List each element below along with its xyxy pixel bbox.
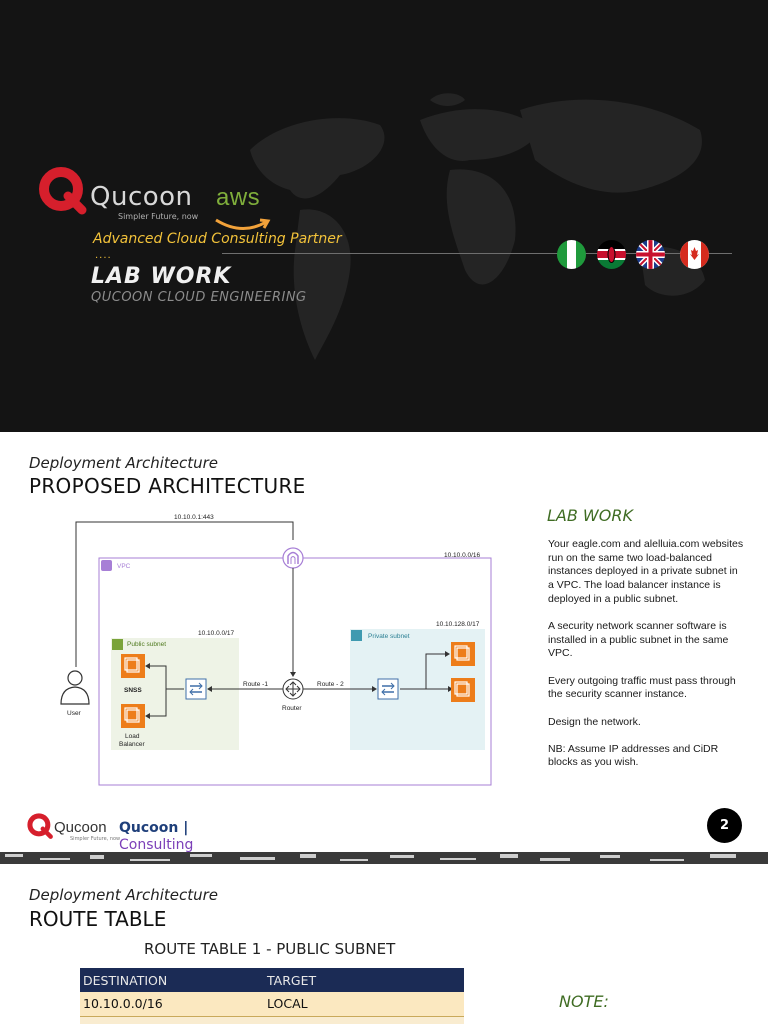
note-heading: NOTE:: [559, 992, 609, 1011]
aws-logo-text: aws: [216, 184, 261, 211]
user-label: User: [67, 710, 82, 717]
footer-qucoon-icon: [27, 813, 53, 839]
footer-link-qucoon[interactable]: Qucoon |: [119, 820, 189, 836]
snss-label: SNSS: [124, 687, 142, 694]
canada-flag-icon: [680, 240, 709, 269]
vpc-label: VPC: [117, 563, 131, 570]
table-cell: 0.0.0.0/0: [80, 1016, 264, 1024]
public-subnet-icon: [112, 639, 123, 650]
slide-title: PROPOSED ARCHITECTURE: [29, 474, 306, 498]
public-subnet-label: Public subnet: [127, 641, 166, 648]
table-row: 10.10.0.0/16 LOCAL: [80, 992, 464, 1017]
qucoon-logo: Qucoon Simpler Future, now aws: [38, 166, 278, 230]
decorative-texture-strip: [0, 852, 768, 864]
brand-tagline: Simpler Future, now: [118, 212, 199, 221]
lab-paragraph: Every outgoing traffic must pass through…: [548, 674, 736, 701]
route1-label: Route -1: [243, 681, 268, 688]
partner-dots: ....: [95, 250, 112, 261]
cover-slide: Qucoon Simpler Future, now aws Advanced …: [0, 0, 768, 432]
private-subnet-label: Private subnet: [368, 633, 410, 640]
private-subnet-cidr: 10.10.128.0/17: [436, 621, 480, 628]
divider-line: [222, 253, 732, 254]
table-cell: LOCAL: [264, 992, 464, 1017]
public-subnet-cidr: 10.10.0.0/17: [198, 630, 235, 637]
lab-paragraph: A security network scanner software is i…: [548, 620, 729, 660]
table-cell: IGW: [264, 1016, 464, 1024]
lab-paragraph: Your eagle.com and alelluia.com websites…: [548, 538, 744, 605]
lb-label-2: Balancer: [119, 741, 145, 748]
nigeria-flag-icon: [557, 240, 586, 269]
router-label: Router: [282, 705, 302, 712]
cover-title: LAB WORK: [91, 264, 232, 289]
slide-title: ROUTE TABLE: [29, 907, 167, 931]
private-instance-1-icon: [451, 642, 475, 666]
lab-work-text: Your eagle.com and alelluia.com websites…: [548, 538, 744, 784]
footer-tagline: Simpler Future, now: [70, 836, 121, 842]
lab-paragraph: NB: Assume IP addresses and CiDR blocks …: [548, 742, 719, 769]
uk-flag-icon: [636, 240, 665, 269]
world-map-background: [250, 93, 705, 360]
footer-brand: Qucoon: [54, 819, 107, 836]
cover-subtitle: QUCOON CLOUD ENGINEERING: [91, 290, 307, 305]
qucoon-q-icon: [39, 167, 87, 215]
column-header-destination: DESTINATION: [80, 968, 264, 992]
vpc-cidr: 10.10.0.0/16: [444, 552, 481, 559]
private-instance-2-icon: [451, 678, 475, 702]
footer-link-consulting[interactable]: Consulting: [119, 837, 194, 853]
route-table: DESTINATION TARGET 10.10.0.0/16 LOCAL 0.…: [80, 968, 464, 1024]
lb-label-1: Load: [125, 733, 140, 740]
user-icon: [60, 670, 90, 705]
lab-paragraph: Design the network.: [548, 715, 641, 728]
internet-gateway-icon: [282, 547, 304, 569]
table-cell: 10.10.0.0/16: [80, 992, 264, 1017]
route-table-slide: Deployment Architecture ROUTE TABLE ROUT…: [0, 864, 768, 1024]
router-icon: [282, 678, 304, 700]
table-row: 0.0.0.0/0 IGW: [80, 1016, 464, 1024]
architecture-diagram: 10.10.0.1:443 VPC 10.10.0.0/16 Public su…: [60, 514, 492, 786]
lab-work-heading: LAB WORK: [547, 506, 633, 525]
section-kicker: Deployment Architecture: [29, 454, 219, 472]
brand-name: Qucoon: [90, 182, 193, 212]
private-route-table-icon: [377, 678, 399, 700]
public-route-table-icon: [185, 678, 207, 700]
route-table-caption: ROUTE TABLE 1 - PUBLIC SUBNET: [144, 940, 396, 958]
vpc-icon: [101, 560, 112, 571]
private-subnet-icon: [351, 630, 362, 641]
column-header-target: TARGET: [264, 968, 464, 992]
snss-instance-icon: [121, 654, 145, 678]
architecture-slide: Deployment Architecture PROPOSED ARCHITE…: [0, 432, 768, 864]
page-number-badge: 2: [707, 808, 742, 843]
partner-text: Advanced Cloud Consulting Partner: [93, 231, 342, 247]
table-header-row: DESTINATION TARGET: [80, 968, 464, 992]
section-kicker: Deployment Architecture: [29, 886, 219, 904]
aws-smile-icon: [215, 218, 271, 230]
load-balancer-instance-icon: [121, 704, 145, 728]
kenya-flag-icon: [597, 240, 626, 269]
top-ip-label: 10.10.0.1:443: [174, 514, 214, 521]
route2-label: Route - 2: [317, 681, 344, 688]
